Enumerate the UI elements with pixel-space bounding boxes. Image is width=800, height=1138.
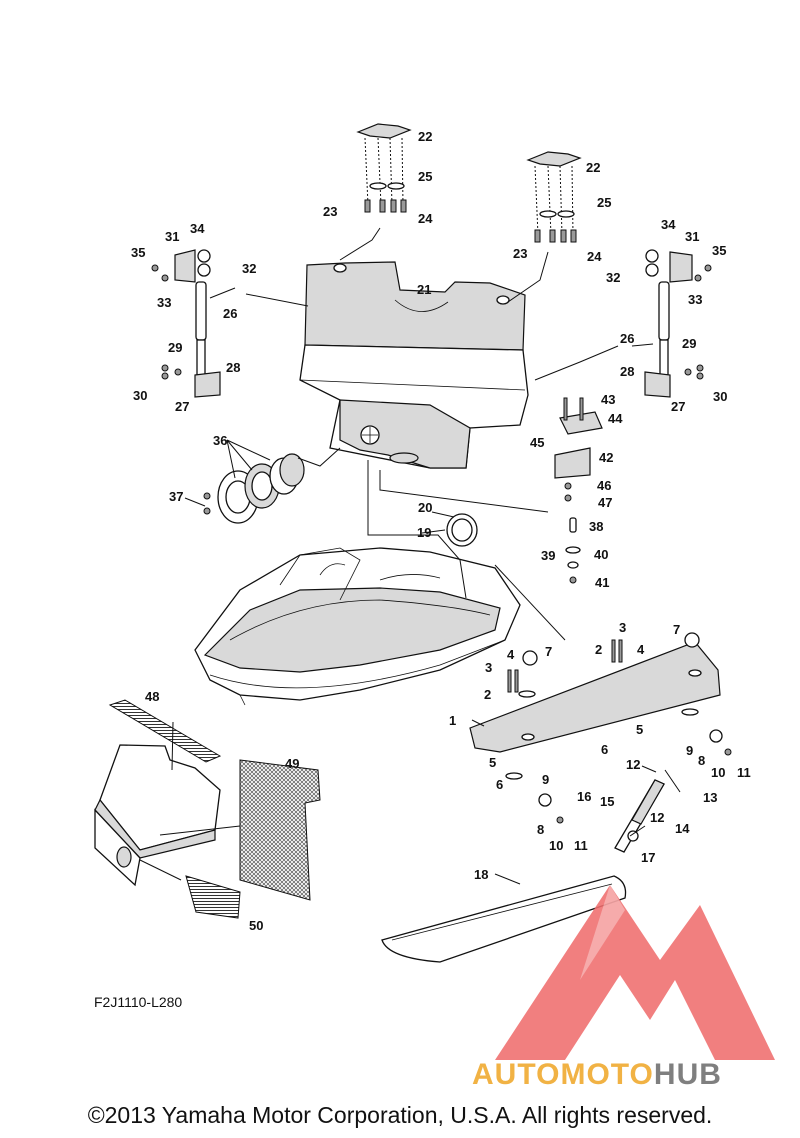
automotohub-logo bbox=[495, 885, 775, 1060]
callout-49: 49 bbox=[285, 756, 299, 771]
callout-41: 41 bbox=[595, 575, 609, 590]
callout-13: 13 bbox=[703, 790, 717, 805]
callout-37: 37 bbox=[169, 489, 183, 504]
callout-21: 21 bbox=[417, 282, 431, 297]
callout-1: 1 bbox=[449, 713, 456, 728]
gasket-part-18 bbox=[381, 875, 627, 963]
callout-17: 17 bbox=[641, 850, 655, 865]
callout-47: 47 bbox=[598, 495, 612, 510]
callout-28: 28 bbox=[226, 360, 240, 375]
callout-4: 4 bbox=[637, 642, 645, 657]
callout-18: 18 bbox=[474, 867, 488, 882]
callout-19: 19 bbox=[417, 525, 431, 540]
callout-10: 10 bbox=[549, 838, 563, 853]
callout-5: 5 bbox=[489, 755, 496, 770]
callout-34: 34 bbox=[190, 221, 205, 236]
gas-strut-right-part-26 bbox=[644, 249, 712, 398]
callout-28: 28 bbox=[620, 364, 634, 379]
callout-7: 7 bbox=[545, 644, 552, 659]
callout-26: 26 bbox=[223, 306, 237, 321]
callout-22: 22 bbox=[418, 129, 432, 144]
callout-44: 44 bbox=[608, 411, 623, 426]
callout-25: 25 bbox=[418, 169, 432, 184]
gas-strut-left-part-26 bbox=[151, 249, 221, 398]
callout-20: 20 bbox=[418, 500, 432, 515]
callout-38: 38 bbox=[589, 519, 603, 534]
seat-base-part-1 bbox=[469, 632, 732, 824]
callout-46: 46 bbox=[597, 478, 611, 493]
diagram-code: F2J1110-L280 bbox=[94, 994, 183, 1010]
callout-11: 11 bbox=[737, 765, 751, 780]
callout-10: 10 bbox=[711, 765, 725, 780]
callout-23: 23 bbox=[513, 246, 527, 261]
callout-31: 31 bbox=[685, 229, 699, 244]
callout-3: 3 bbox=[619, 620, 626, 635]
callout-16: 16 bbox=[577, 789, 591, 804]
leader-lines bbox=[139, 227, 681, 885]
latch-assembly-part-42 bbox=[554, 397, 603, 584]
hinge-bolts-left-part-22 bbox=[356, 123, 412, 213]
callout-12: 12 bbox=[626, 757, 640, 772]
callout-14: 14 bbox=[675, 821, 690, 836]
callout-23: 23 bbox=[323, 204, 337, 219]
callout-35: 35 bbox=[131, 245, 145, 260]
callout-3: 3 bbox=[485, 660, 492, 675]
callout-39: 39 bbox=[541, 548, 555, 563]
callout-6: 6 bbox=[496, 777, 503, 792]
watermark-text: AUTOMOTOHUB bbox=[472, 1058, 722, 1092]
callout-42: 42 bbox=[599, 450, 613, 465]
callout-30: 30 bbox=[713, 389, 727, 404]
callout-24: 24 bbox=[418, 211, 433, 226]
callout-9: 9 bbox=[686, 743, 693, 758]
callout-40: 40 bbox=[594, 547, 608, 562]
gas-strut-lower-part-17 bbox=[614, 779, 665, 853]
callout-45: 45 bbox=[530, 435, 544, 450]
callout-48: 48 bbox=[145, 689, 159, 704]
callout-8: 8 bbox=[537, 822, 544, 837]
callout-33: 33 bbox=[157, 295, 171, 310]
callout-27: 27 bbox=[671, 399, 685, 414]
callout-50: 50 bbox=[249, 918, 263, 933]
callout-9: 9 bbox=[542, 772, 549, 787]
callout-2: 2 bbox=[595, 642, 602, 657]
callout-22: 22 bbox=[586, 160, 600, 175]
callout-30: 30 bbox=[133, 388, 147, 403]
callout-29: 29 bbox=[682, 336, 696, 351]
callout-7: 7 bbox=[673, 622, 680, 637]
callout-33: 33 bbox=[688, 292, 702, 307]
copyright-notice: ©2013 Yamaha Motor Corporation, U.S.A. A… bbox=[87, 1102, 713, 1128]
callout-34: 34 bbox=[661, 217, 676, 232]
callout-29: 29 bbox=[168, 340, 182, 355]
callout-8: 8 bbox=[698, 753, 705, 768]
callout-2: 2 bbox=[484, 687, 491, 702]
watermark-text-part2: HUB bbox=[653, 1058, 722, 1091]
hinge-bolts-right-part-22 bbox=[526, 151, 582, 243]
hatch-ring-part-19 bbox=[446, 513, 478, 547]
seat-backrest-part-21 bbox=[299, 261, 529, 469]
callout-31: 31 bbox=[165, 229, 179, 244]
callout-15: 15 bbox=[600, 794, 614, 809]
callout-5: 5 bbox=[636, 722, 643, 737]
callout-labels: 22 25 23 24 22 25 23 24 21 34 31 35 32 3… bbox=[131, 129, 751, 933]
callout-6: 6 bbox=[601, 742, 608, 757]
watermark-text-part1: AUTOMOTO bbox=[472, 1058, 654, 1091]
callout-35: 35 bbox=[712, 243, 726, 258]
storage-compartment bbox=[94, 699, 321, 919]
callout-11: 11 bbox=[574, 838, 588, 853]
callout-25: 25 bbox=[597, 195, 611, 210]
vent-assembly-part-36 bbox=[203, 453, 305, 524]
callout-32: 32 bbox=[242, 261, 256, 276]
callout-4: 4 bbox=[507, 647, 515, 662]
callout-24: 24 bbox=[587, 249, 602, 264]
callout-27: 27 bbox=[175, 399, 189, 414]
callout-26: 26 bbox=[620, 331, 634, 346]
callout-36: 36 bbox=[213, 433, 227, 448]
callout-32: 32 bbox=[606, 270, 620, 285]
callout-43: 43 bbox=[601, 392, 615, 407]
boat-hull bbox=[194, 547, 521, 706]
callout-12: 12 bbox=[650, 810, 664, 825]
